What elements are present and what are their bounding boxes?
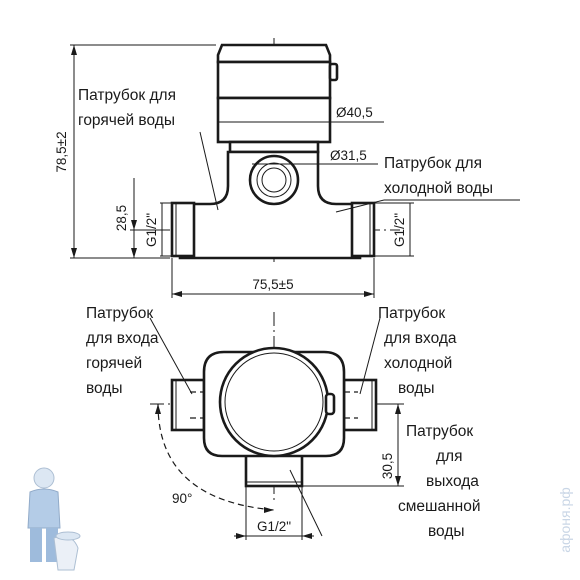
leader-cold-outlet <box>335 199 385 213</box>
label-mixed-outlet-3: выхода <box>426 473 479 490</box>
tee-body <box>178 150 362 260</box>
plumber-mascot-logo <box>27 467 81 571</box>
label-mixed-outlet-2: для <box>436 448 462 465</box>
label-mixed-outlet-4: смешанной <box>398 498 480 515</box>
upper-body <box>216 60 332 100</box>
arrow-head <box>131 220 137 230</box>
label-hot-inlet-4: воды <box>86 380 123 397</box>
neck <box>228 140 320 154</box>
label-mixed-outlet-5: воды <box>428 523 465 540</box>
arrow-head <box>71 248 77 258</box>
label-cold-inlet-2: для входа <box>384 330 457 347</box>
plan-knob <box>324 392 336 416</box>
front-view: 78,5±2 28,5 G1/2" G1/2" 75,5±5 Ø40,5 Ø31… <box>54 38 520 298</box>
lower-collar <box>216 96 332 144</box>
dim-total-height: 78,5±2 <box>54 131 69 172</box>
arrow-head <box>131 248 137 258</box>
dim-thread-left: G1/2" <box>144 213 159 247</box>
label-hot-inlet-2: для входа <box>86 330 159 347</box>
arrow-head <box>236 533 246 539</box>
arrow-head <box>395 476 401 486</box>
arrow-head <box>71 45 77 55</box>
plan-view: 90° 30,5 G1/2" Патрубок для входа горяче… <box>86 305 480 540</box>
dim-height-axis: 28,5 <box>114 205 129 231</box>
plan-cap-inner <box>224 352 324 452</box>
label-cold-outlet-2: холодной воды <box>384 180 493 197</box>
label-hot-outlet-2: горячей воды <box>78 112 175 129</box>
dim-width: 75,5±5 <box>252 277 293 292</box>
arrow-head <box>302 533 312 539</box>
leader-hot-outlet <box>199 131 219 211</box>
label-hot-inlet-1: Патрубок <box>86 305 153 322</box>
dim-angle: 90° <box>172 491 192 506</box>
side-knob <box>328 62 339 82</box>
plan-cap-outer <box>218 346 330 458</box>
right-thread <box>350 201 376 258</box>
dim-depth: 30,5 <box>380 453 395 479</box>
port-mid-circle <box>256 162 292 198</box>
cap-top <box>216 43 332 64</box>
arrow-head <box>364 291 374 297</box>
label-cold-outlet-1: Патрубок для <box>384 155 482 172</box>
leader-cold-inlet <box>359 317 381 395</box>
leader-mixed-outlet <box>289 469 323 537</box>
label-hot-outlet-1: Патрубок для <box>78 87 176 104</box>
arrow-head <box>155 404 161 414</box>
label-cold-inlet-3: холодной <box>384 355 452 372</box>
dim-diameter-port: Ø31,5 <box>330 148 367 163</box>
label-mixed-outlet-1: Патрубок <box>406 423 473 440</box>
arrow-head <box>395 404 401 414</box>
dim-thread-right: G1/2" <box>392 213 407 247</box>
label-cold-inlet-1: Патрубок <box>378 305 445 322</box>
leader-hot-inlet <box>149 317 193 395</box>
right-inlet <box>342 378 378 432</box>
label-cold-inlet-4: воды <box>398 380 435 397</box>
arrow-head <box>264 507 274 513</box>
watermark: афоня.рф <box>557 487 573 553</box>
angle-arc <box>157 403 275 511</box>
dim-thread-bottom: G1/2" <box>257 519 291 534</box>
label-hot-inlet-3: горячей <box>86 355 142 372</box>
dim-diameter-top: Ø40,5 <box>336 105 373 120</box>
left-thread <box>170 201 196 258</box>
port-inner-circle <box>261 167 287 193</box>
arrow-head <box>172 291 182 297</box>
